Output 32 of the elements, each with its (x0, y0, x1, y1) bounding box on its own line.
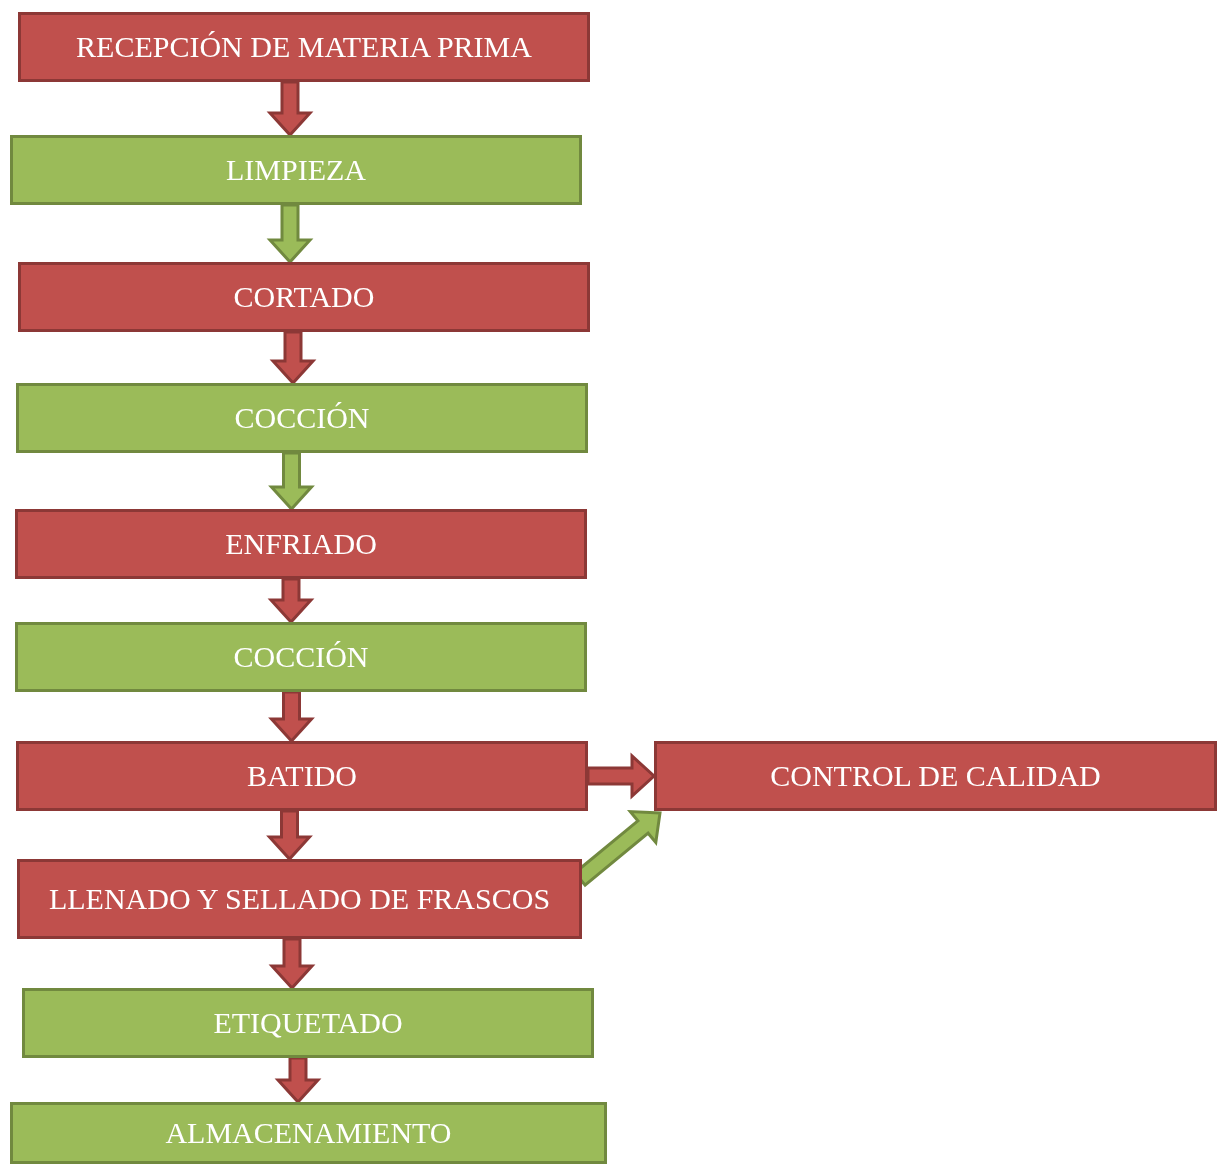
process-box (654, 741, 1217, 811)
step-label: LLENADO Y SELLADO DE FRASCOS (48, 881, 551, 918)
step-label: ENFRIADO (225, 526, 377, 563)
block-arrow (266, 80, 314, 138)
process-box (17, 859, 582, 939)
block-arrow (266, 809, 313, 862)
step-label: CORTADO (233, 279, 375, 316)
step-label: CONTROL DE CALIDAD (770, 758, 1101, 795)
process-box (16, 383, 588, 453)
process-box (10, 135, 582, 205)
process-box (15, 622, 587, 692)
step-label: ALMACENAMIENTO (165, 1115, 452, 1152)
block-arrow (268, 690, 315, 744)
process-box (22, 988, 594, 1058)
process-box (16, 741, 588, 811)
block-arrow (268, 937, 316, 991)
block-arrow (266, 203, 314, 265)
step-label: COCCIÓN (234, 400, 370, 437)
step-label: BATIDO (247, 758, 357, 795)
block-arrow (269, 330, 317, 386)
process-box (18, 262, 590, 332)
block-arrow (274, 1056, 322, 1105)
process-box (10, 1102, 607, 1164)
step-label: COCCIÓN (233, 639, 369, 676)
step-label: RECEPCIÓN DE MATERIA PRIMA (76, 29, 532, 66)
step-label: ETIQUETADO (213, 1005, 403, 1042)
process-box (18, 12, 590, 82)
process-box (15, 509, 587, 579)
block-arrow (267, 577, 315, 625)
step-label: LIMPIEZA (226, 152, 366, 189)
block-arrow (586, 752, 657, 800)
block-arrow (268, 451, 315, 512)
